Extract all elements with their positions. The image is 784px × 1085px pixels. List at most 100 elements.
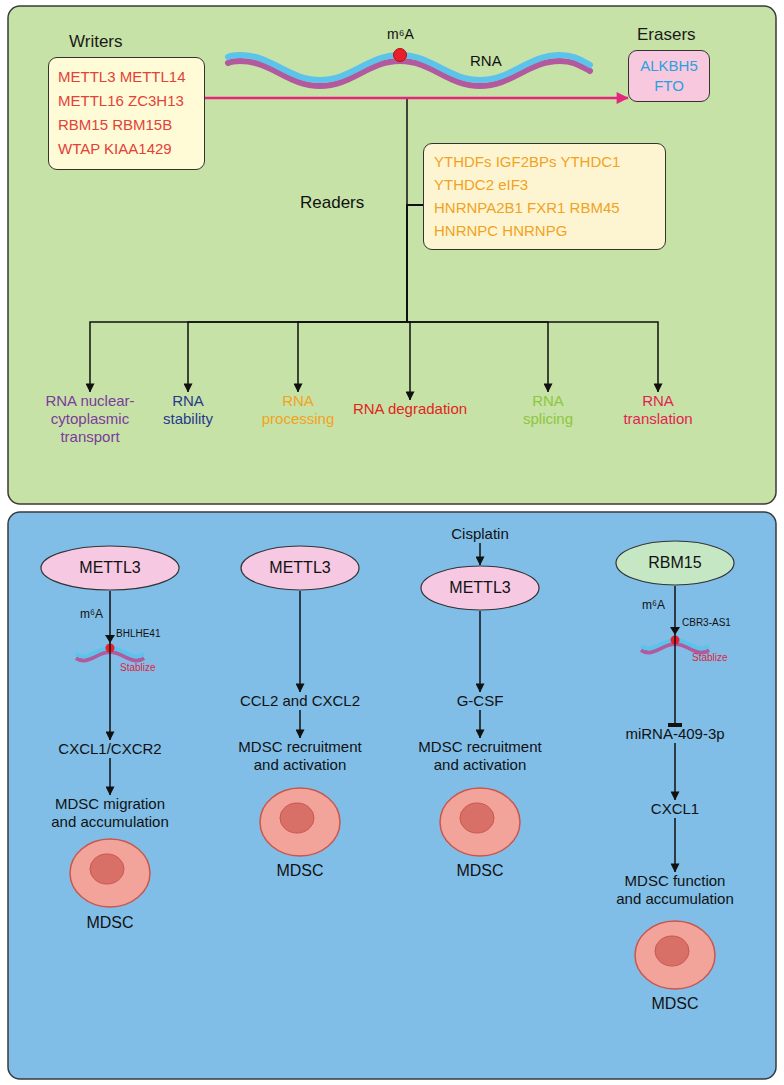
cell-body bbox=[440, 788, 520, 856]
outcome-text: RNA processing bbox=[256, 392, 340, 428]
effect-text: MDSC function and accumulation bbox=[613, 872, 738, 908]
outcome-text: RNA nuclear-cytoplasmic transport bbox=[40, 392, 140, 446]
readers-box: YTHDFs IGF2BPs YTHDC1YTHDC2 eIF3HNRNPA2B… bbox=[423, 143, 666, 250]
effect-text: MDSC recruitment and activation bbox=[415, 738, 545, 774]
mdsc-cell bbox=[635, 921, 715, 989]
connector bbox=[299, 710, 301, 738]
enzyme-ellipse: METTL3 bbox=[40, 545, 180, 591]
effect-text: MDSC recruitment and activation bbox=[235, 738, 365, 774]
connector bbox=[109, 758, 111, 795]
cell-nucleus bbox=[655, 936, 689, 966]
cell-label: MDSC bbox=[250, 862, 350, 880]
pathway-text: CXCL1 bbox=[625, 800, 725, 818]
ellipse-outline bbox=[41, 546, 179, 590]
connector bbox=[188, 205, 423, 392]
connector bbox=[674, 743, 676, 800]
effect-text: MDSC migration and accumulation bbox=[48, 795, 173, 831]
gene-list: METTL3 METTL14 METTL16 ZC3H13 RBM15 RBM1… bbox=[58, 65, 195, 161]
cell-body bbox=[70, 839, 150, 907]
rna-strand bbox=[641, 627, 709, 652]
connector bbox=[479, 611, 481, 692]
readers-label: Readers bbox=[300, 193, 364, 213]
connector bbox=[109, 591, 111, 740]
outcome-text: RNA stability bbox=[152, 392, 224, 428]
effect-label: Stablize bbox=[120, 662, 156, 673]
cell-nucleus bbox=[460, 803, 494, 833]
pathway-text: CXCL1/CXCR2 bbox=[40, 740, 180, 758]
pathway-text: CXCL1 bbox=[625, 800, 725, 818]
ellipse-text-wrap: METTL3 bbox=[240, 545, 360, 591]
outcome-text: RNA splicing bbox=[512, 392, 584, 428]
mdsc-cell bbox=[440, 788, 520, 856]
drug-text: Cisplatin bbox=[430, 525, 530, 543]
enzyme-ellipse: RBM15 bbox=[615, 540, 735, 586]
outcome-text: RNA translation bbox=[616, 392, 700, 428]
connector bbox=[299, 591, 301, 692]
connector bbox=[479, 543, 481, 565]
gene-list: YTHDC2 eIF3 bbox=[434, 173, 655, 196]
effect-text: MDSC function and accumulation bbox=[613, 872, 738, 908]
modification-label: m⁶A bbox=[642, 598, 665, 612]
arrow-head bbox=[105, 635, 115, 643]
outcome-text: RNA splicing bbox=[512, 392, 584, 428]
cell-label: MDSC bbox=[625, 995, 725, 1013]
pathway-text: CXCL1/CXCR2 bbox=[40, 740, 180, 758]
modification-label: m⁶A bbox=[80, 607, 103, 621]
reader-trunk bbox=[406, 98, 408, 206]
connector bbox=[407, 205, 423, 400]
effect-text: MDSC recruitment and activation bbox=[415, 738, 545, 774]
ellipse-outline bbox=[616, 541, 734, 585]
cell-body bbox=[260, 788, 340, 856]
cell-label: MDSC bbox=[60, 914, 160, 932]
top-panel bbox=[8, 6, 776, 504]
ellipse-outline bbox=[421, 566, 539, 610]
m6a-dot bbox=[394, 49, 407, 62]
writers-box: WritersMETTL3 METTL14 METTL16 ZC3H13 RBM… bbox=[48, 57, 205, 170]
gene-label: BHLHE41 bbox=[116, 628, 160, 639]
ellipse-text-wrap: METTL3 bbox=[40, 545, 180, 591]
outcome-text: RNA stability bbox=[152, 392, 224, 428]
cell-nucleus bbox=[280, 803, 314, 833]
pathway-text: G-CSF bbox=[430, 692, 530, 710]
enzyme-name: METTL3 bbox=[269, 559, 330, 577]
mdsc-cell bbox=[260, 788, 340, 856]
outcome-text: RNA degradation bbox=[345, 400, 475, 418]
pathway-text: CCL2 and CXCL2 bbox=[225, 692, 375, 710]
mdsc-cell bbox=[70, 839, 150, 907]
box-heading: Writers bbox=[69, 32, 123, 52]
outcome-text: RNA nuclear-cytoplasmic transport bbox=[40, 392, 140, 446]
ellipse-outline bbox=[241, 546, 359, 590]
cell-body bbox=[635, 921, 715, 989]
modification-label: m⁶A bbox=[387, 26, 414, 42]
enzyme-name: METTL3 bbox=[79, 559, 140, 577]
ellipse-text-wrap: METTL3 bbox=[420, 565, 540, 611]
effect-label: Stablize bbox=[692, 652, 728, 663]
arrow-head bbox=[670, 627, 680, 635]
enzyme-ellipse: METTL3 bbox=[420, 565, 540, 611]
m6a-dot bbox=[106, 644, 115, 653]
outcome-text: RNA translation bbox=[616, 392, 700, 428]
connector bbox=[298, 205, 423, 392]
erasers-box: ErasersALKBH5 FTO bbox=[628, 50, 710, 102]
bottom-panel bbox=[8, 512, 776, 1079]
connector bbox=[674, 586, 676, 725]
connector bbox=[205, 97, 628, 100]
enzyme-name: RBM15 bbox=[648, 554, 701, 572]
effect-text: MDSC recruitment and activation bbox=[235, 738, 365, 774]
gene-list: HNRNPA2B1 FXR1 RBM45 bbox=[434, 196, 655, 219]
connector bbox=[479, 710, 481, 738]
connector bbox=[90, 205, 423, 392]
drug-text: Cisplatin bbox=[430, 525, 530, 543]
cell-nucleus bbox=[90, 854, 124, 884]
rna-strand-lower bbox=[228, 61, 590, 86]
m6a-dot bbox=[671, 636, 680, 645]
rna-strand-upper bbox=[228, 55, 590, 80]
pathway-text: G-CSF bbox=[430, 692, 530, 710]
gene-list: HNRNPC HNRNPG bbox=[434, 219, 655, 242]
outcome-text: RNA degradation bbox=[345, 400, 475, 418]
cell-label: MDSC bbox=[430, 862, 530, 880]
gene-label: CBR3-AS1 bbox=[682, 617, 731, 628]
rna-label: RNA bbox=[470, 52, 502, 69]
enzyme-name: METTL3 bbox=[449, 579, 510, 597]
outcome-text: RNA processing bbox=[256, 392, 340, 428]
